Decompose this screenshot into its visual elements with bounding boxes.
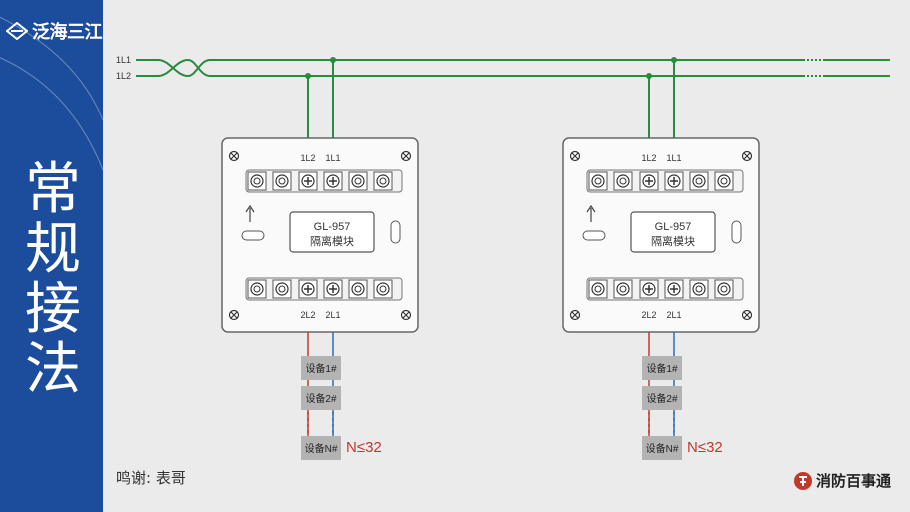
credit-text: 鸣谢: 表哥 [116,469,186,487]
device-label: 设备1# [305,362,337,375]
terminal-screw-icon [373,171,393,191]
device-label: 设备N# [305,442,338,455]
terminal-label-l1: 1L1 [325,153,340,163]
terminal-screw-icon [348,279,368,299]
wired-terminal-icon [298,279,318,299]
bus-continuation [807,59,823,77]
terminal-screw-icon [373,279,393,299]
junction-dot [330,57,336,63]
slot-horizontal [582,230,606,241]
device-label: 设备1# [646,362,678,375]
bus-line-1l1 [136,59,805,78]
label-plate [289,211,375,253]
direction-arrow-icon [245,204,255,222]
wired-terminal-icon [323,171,343,191]
device-count-note: N≤32 [687,439,723,456]
terminal-label-l2: 2L2 [641,310,656,320]
module-model: GL-957 [314,221,351,233]
terminal-screw-icon [272,279,292,299]
device-box: 设备N# [642,436,682,460]
junction-dot [305,73,311,79]
junction-dot [646,73,652,79]
terminal-screw-icon [348,171,368,191]
terminal-screw-icon [714,171,734,191]
corner-screw-icon [569,150,581,162]
top-terminal-strip: 1L2 1L1 [245,153,403,193]
device-box: 设备2# [301,386,341,410]
terminal-screw-icon [613,171,633,191]
sidebar-decor-arcs [0,16,103,171]
top-terminal-strip: 1L2 1L1 [586,153,744,193]
wired-terminal-icon [323,279,343,299]
terminal-screw-icon [613,279,633,299]
corner-screw-icon [741,309,753,321]
brand-name: 泛海三江 [32,22,103,43]
title-char: 接 [25,277,81,342]
terminal-label-l1: 2L1 [666,310,681,320]
slot-vertical [731,220,742,244]
bus-label-1l2: 1L2 [116,71,131,81]
terminal-screw-icon [689,171,709,191]
terminal-screw-icon [689,279,709,299]
terminal-label-l2: 1L2 [300,153,315,163]
bus-line-1l2 [136,58,805,77]
device-box: 设备1# [642,356,682,380]
brand-logo: 泛海三江 [6,18,103,44]
corner-screw-icon [400,309,412,321]
junction-dot [671,57,677,63]
bus-lines [136,58,890,78]
corner-screw-icon [400,150,412,162]
corner-screw-icon [741,150,753,162]
terminal-screw-icon [272,171,292,191]
bottom-terminal-strip: 2L2 2L1 [586,277,744,320]
device-box: 设备1# [301,356,341,380]
slot-vertical [390,220,401,244]
device-label: 设备N# [646,442,679,455]
brand-logo-icon [6,22,28,40]
wired-terminal-icon [298,171,318,191]
direction-arrow-icon [586,204,596,222]
module-name: 隔离模块 [310,234,354,248]
bus-label-1l1: 1L1 [116,55,131,65]
terminal-label-l1: 2L1 [325,310,340,320]
device-label: 设备2# [305,392,337,405]
corner-screw-icon [228,150,240,162]
slot-horizontal [241,230,265,241]
terminal-label-l2: 1L2 [641,153,656,163]
page-title: 常 规 接 法 [8,160,98,400]
terminal-screw-icon [588,171,608,191]
module-model: GL-957 [655,221,692,233]
device-box: 设备N# [301,436,341,460]
label-plate [630,211,716,253]
device-box: 设备2# [642,386,682,410]
wired-terminal-icon [664,279,684,299]
title-char: 常 [25,157,81,222]
corner-screw-icon [228,309,240,321]
module-name: 隔离模块 [651,234,695,248]
terminal-screw-icon [714,279,734,299]
wired-terminal-icon [639,171,659,191]
device-label: 设备2# [646,392,678,405]
terminal-screw-icon [588,279,608,299]
bottom-terminal-strip: 2L2 2L1 [245,277,403,320]
title-char: 法 [25,337,81,402]
terminal-screw-icon [247,279,267,299]
sidebar: 泛海三江 常 规 接 法 [0,0,103,512]
wired-terminal-icon [664,171,684,191]
terminal-screw-icon [247,171,267,191]
footer-brand: 消防百事通 [793,470,891,491]
wired-terminal-icon [639,279,659,299]
corner-screw-icon [569,309,581,321]
footer-brand-name: 消防百事通 [816,472,892,490]
title-char: 规 [25,217,81,282]
device-count-note: N≤32 [346,439,382,456]
terminal-label-l2: 2L2 [300,310,315,320]
terminal-label-l1: 1L1 [666,153,681,163]
fire-brand-icon [794,471,812,490]
